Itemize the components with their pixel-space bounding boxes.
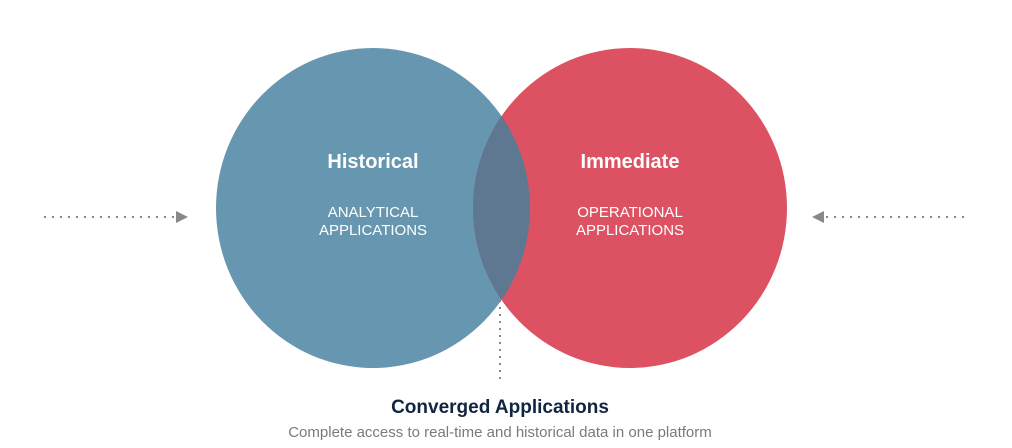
label-line-2: APPLICATIONS [318, 222, 428, 239]
label-line-1: ANALYTICAL [327, 204, 419, 221]
immediate-circle [473, 48, 787, 368]
label-line-2: APPLICATIONS [575, 222, 685, 239]
historical-circle [216, 48, 530, 368]
left-arrow-head-icon [176, 211, 188, 223]
label-line-1: OPERATIONAL [577, 204, 683, 221]
immediate-title: Immediate [580, 151, 680, 173]
right-arrow-head-icon [812, 211, 824, 223]
historical-title: Historical [327, 151, 419, 173]
converged-subtitle: Complete access to real-time and histori… [288, 424, 712, 441]
converged-title: Converged Applications [391, 397, 609, 418]
